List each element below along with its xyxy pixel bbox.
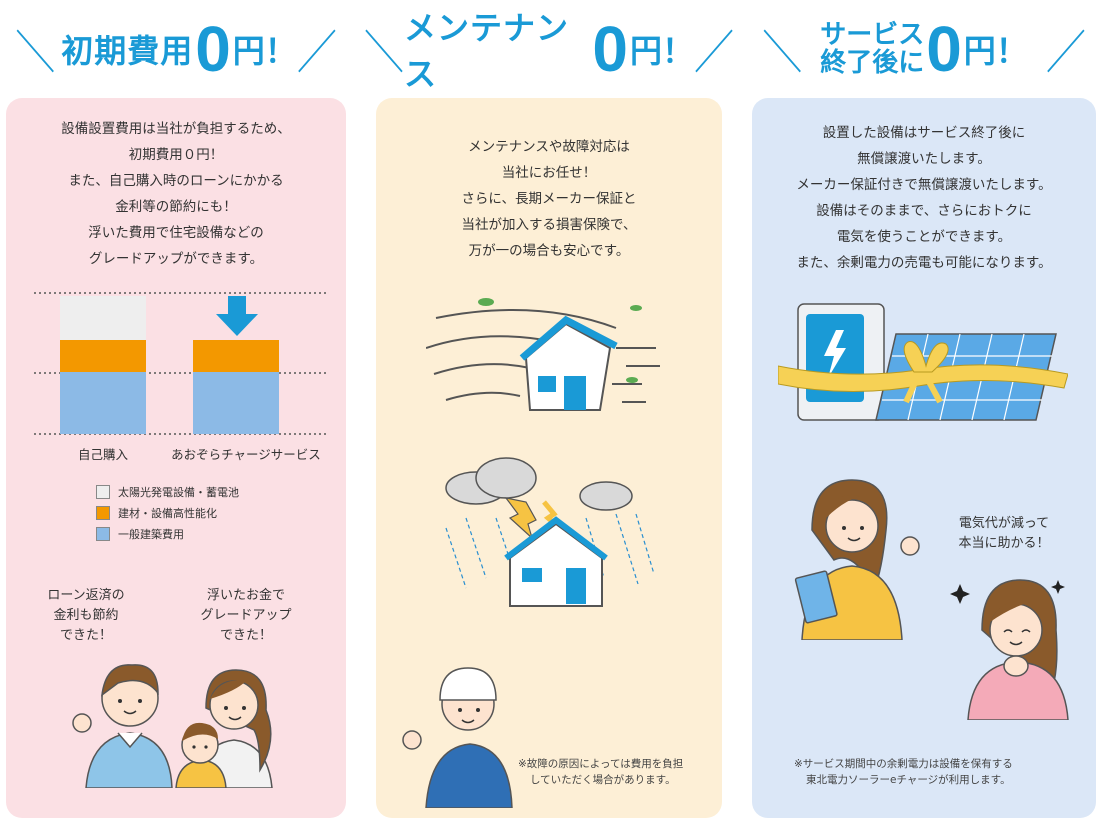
speech-line: グレードアップ xyxy=(200,608,292,623)
panel-description: メンテナンスや故障対応は 当社にお任せ！ さらに、長期メーカー保証と 当社が加入… xyxy=(376,134,722,264)
lightning-icon xyxy=(824,330,846,378)
footnote-line: していただく場合があります。 xyxy=(530,774,676,786)
deco-slash-right: ／ xyxy=(296,27,337,81)
worker-illustration xyxy=(402,667,513,808)
desc-line: メンテナンスや故障対応は xyxy=(468,139,630,155)
arrow-down-icon xyxy=(216,296,258,336)
desc-line: 無償譲渡いたします。 xyxy=(857,151,991,167)
footnote: ※故障の原因によっては費用を負担 していただく場合があります。 xyxy=(518,756,718,788)
speech-line: 浮いたお金で xyxy=(206,588,285,603)
footnote-line: 東北電力ソーラーeチャージが利用します。 xyxy=(806,774,1011,786)
legend-swatch xyxy=(96,506,110,520)
bar-self-construction xyxy=(60,372,146,434)
desc-line: 電気を使うことができます。 xyxy=(836,229,1012,245)
legend-item: 建材・設備高性能化 xyxy=(96,505,217,521)
header-zero: 0 xyxy=(195,13,231,85)
desc-line: 設備はそのままで、さらにおトクに xyxy=(816,203,1032,219)
header-zero: 0 xyxy=(926,13,962,85)
deco-slash-left: ＼ xyxy=(762,27,803,81)
panel-maintenance: メンテナンスや故障対応は 当社にお任せ！ さらに、長期メーカー保証と 当社が加入… xyxy=(376,98,722,818)
header-yen: 円！ xyxy=(963,32,1028,70)
battery-solar-gift-illustration xyxy=(778,303,1068,421)
header-title: 初期費用 xyxy=(61,32,194,70)
header-initial-cost: ＼ 初期費用 0 円！ ／ xyxy=(6,0,346,98)
family-illustration xyxy=(72,664,273,788)
deco-slash-left: ＼ xyxy=(364,27,404,81)
speech-line: ローン返済の xyxy=(47,588,125,603)
header-title: メンテナンス xyxy=(404,9,570,93)
panel-description: 設備設置費用は当社が負担するため、 初期費用０円！ また、自己購入時のローンにか… xyxy=(6,116,346,272)
speech-line: できた！ xyxy=(59,628,112,643)
panel-initial-cost: 設備設置費用は当社が負担するため、 初期費用０円！ また、自己購入時のローンにか… xyxy=(6,98,346,818)
speech-line: 金利も節約 xyxy=(53,608,119,623)
speech-line: 本当に助かる！ xyxy=(958,536,1050,551)
bar-label-service: あおぞらチャージサービス xyxy=(171,447,321,462)
desc-line: 初期費用０円！ xyxy=(128,147,224,163)
bar-self-materials xyxy=(60,340,146,372)
header-yen: 円！ xyxy=(232,32,297,70)
header-title-line1: サービス xyxy=(820,20,925,50)
bar-service-construction xyxy=(193,372,279,434)
deco-slash-right: ／ xyxy=(694,27,734,81)
legend-swatch xyxy=(96,527,110,541)
header-maintenance: ＼ メンテナンス 0 円！ ／ xyxy=(364,0,734,98)
deco-slash-left: ＼ xyxy=(15,27,56,81)
desc-line: 設備設置費用は当社が負担するため、 xyxy=(61,121,291,137)
header-title-line2: 終了後に xyxy=(820,48,925,78)
woman-clipboard-illustration xyxy=(794,479,920,640)
speech-right: 浮いたお金で グレードアップ できた！ xyxy=(186,586,306,646)
panel-after-service: 設置した設備はサービス終了後に 無償譲渡いたします。 メーカー保証付きで無償譲渡… xyxy=(752,98,1096,818)
speech-line: 電気代が減って xyxy=(958,516,1050,531)
desc-line: 当社が加入する損害保険で、 xyxy=(461,217,637,233)
legend-label: 一般建築費用 xyxy=(118,528,184,541)
header-zero: 0 xyxy=(592,13,628,85)
desc-line: 設置した設備はサービス終了後に xyxy=(822,125,1026,141)
thunderstorm-house-illustration xyxy=(445,457,655,607)
desc-line: グレードアップができます。 xyxy=(88,251,264,267)
footnote-line: ※故障の原因によっては費用を負担 xyxy=(518,758,684,770)
footnote: ※サービス期間中の余剰電力は設備を保有する 東北電力ソーラーeチャージが利用しま… xyxy=(794,756,1074,788)
speech-left: ローン返済の 金利も節約 できた！ xyxy=(26,586,146,646)
legend-label: 建材・設備高性能化 xyxy=(118,507,217,520)
woman-happy-illustration xyxy=(950,579,1069,720)
bar-service-materials xyxy=(193,340,279,372)
header-after-service: ＼ サービス 終了後に 0 円！ ／ xyxy=(752,0,1096,98)
bar-self-solar xyxy=(60,296,146,340)
speech-line: できた！ xyxy=(219,628,272,643)
speech-bubble: 電気代が減って 本当に助かる！ xyxy=(944,514,1064,554)
desc-line: また、余剰電力の売電も可能になります。 xyxy=(796,255,1052,271)
desc-line: 浮いた費用で住宅設備などの xyxy=(88,225,264,241)
desc-line: メーカー保証付きで無償譲渡いたします。 xyxy=(796,177,1052,193)
desc-line: 当社にお任せ！ xyxy=(501,165,597,181)
bar-label-self: 自己購入 xyxy=(77,447,128,462)
legend-item: 一般建築費用 xyxy=(96,526,184,542)
cost-comparison-chart xyxy=(34,292,326,435)
desc-line: 金利等の節約にも！ xyxy=(115,199,237,215)
panel-description: 設置した設備はサービス終了後に 無償譲渡いたします。 メーカー保証付きで無償譲渡… xyxy=(752,120,1096,276)
desc-line: 万が一の場合も安心です。 xyxy=(468,243,630,259)
deco-slash-right: ／ xyxy=(1045,27,1086,81)
legend-label: 太陽光発電設備・蓄電池 xyxy=(118,486,239,499)
desc-line: さらに、長期メーカー保証と xyxy=(461,191,637,207)
header-yen: 円！ xyxy=(629,32,694,70)
footnote-line: ※サービス期間中の余剰電力は設備を保有する xyxy=(794,758,1013,770)
header-title: サービス 終了後に xyxy=(820,21,924,77)
legend-swatch xyxy=(96,485,110,499)
legend-item: 太陽光発電設備・蓄電池 xyxy=(96,484,239,500)
desc-line: また、自己購入時のローンにかかる xyxy=(68,173,284,189)
storm-wind-house-illustration xyxy=(426,298,660,411)
